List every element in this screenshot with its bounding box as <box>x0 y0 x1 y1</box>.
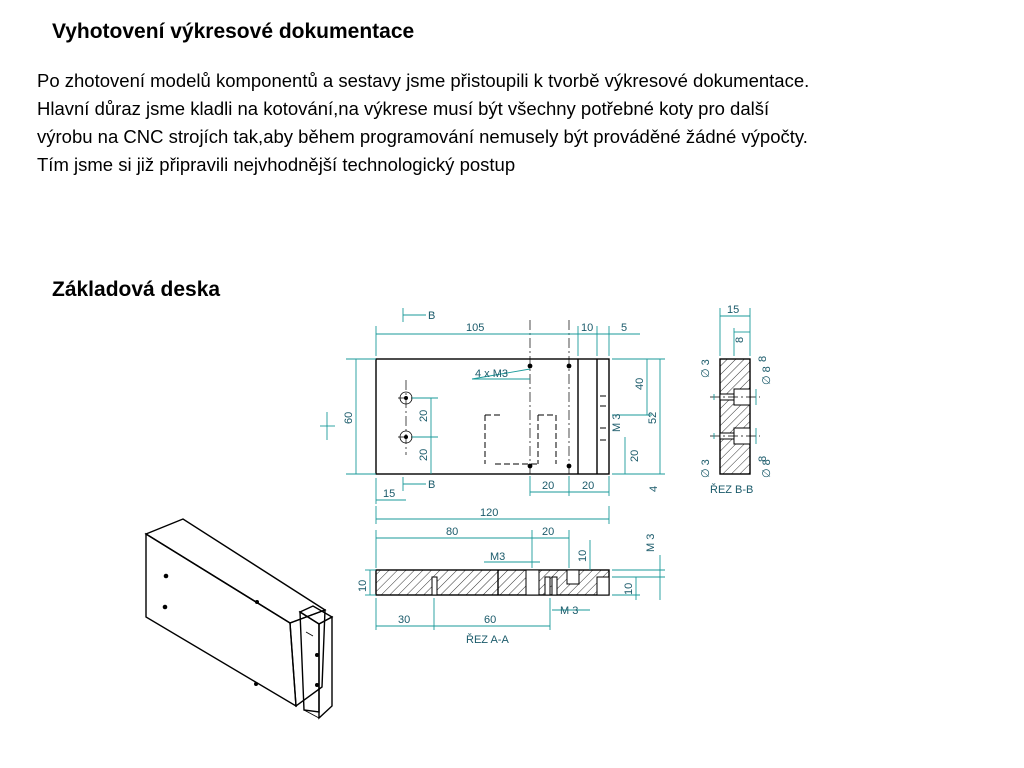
isometric-view <box>144 518 334 720</box>
dim-20: 20 <box>542 526 554 538</box>
paragraph-line: výrobu na CNC strojích tak,aby během pro… <box>37 126 808 147</box>
dim-60: 60 <box>343 412 355 424</box>
holes-callout: 4 x M3 <box>475 368 508 380</box>
thread-m3: M 3 <box>611 414 623 432</box>
slide-title: Vyhotovení výkresové dokumentace <box>52 20 415 43</box>
phi3b: ∅ 3 <box>700 459 712 478</box>
top-view <box>375 320 610 476</box>
dim-120: 120 <box>480 507 498 519</box>
dim-10a: 10 <box>577 550 589 562</box>
m3-bottom: M 3 <box>560 605 578 617</box>
dim-60: 60 <box>484 614 496 626</box>
section-b-b-dimensions: 15 8 ∅ 3 ∅ 8 ∅ 3 ∅ 8 8 8 ŘEZ B-B <box>700 304 773 496</box>
dim-20a: 20 <box>418 410 430 422</box>
dim-8a: 8 <box>734 337 746 343</box>
paragraph-line: Hlavní důraz jsme kladli na kotování,na … <box>37 98 770 119</box>
dim-5: 5 <box>621 322 627 334</box>
paragraph-line: Po zhotovení modelů komponentů a sestavy… <box>37 70 810 91</box>
dim-4: 4 <box>648 486 660 492</box>
section-a-a-dimensions: 80 20 M3 10 M 3 10 10 M 3 30 60 ŘEZ A-A <box>357 526 665 646</box>
m3-side: M 3 <box>645 534 657 552</box>
dim-8c: 8 <box>757 456 769 462</box>
phi8b: ∅ 8 <box>761 459 773 478</box>
top-view-dimensions: 105 10 5 B B 4 x M3 60 20 20 40 52 20 <box>320 308 665 524</box>
dim-10: 10 <box>581 322 593 334</box>
dim-20e: 20 <box>582 480 594 492</box>
section-label-a-a: ŘEZ A-A <box>466 633 509 646</box>
dim-80: 80 <box>446 526 458 538</box>
dim-20d: 20 <box>542 480 554 492</box>
dim-20b: 20 <box>418 449 430 461</box>
dim-15: 15 <box>383 488 395 500</box>
dim-40: 40 <box>634 378 646 390</box>
dim-30: 30 <box>398 614 410 626</box>
phi8a: ∅ 8 <box>761 366 773 385</box>
section-subtitle: Základová deska <box>52 278 221 301</box>
dim-52: 52 <box>647 412 659 424</box>
dim-20c: 20 <box>629 450 641 462</box>
section-mark-b-top: B <box>428 310 435 322</box>
description-paragraph: Po zhotovení modelů komponentů a sestavy… <box>37 67 1012 179</box>
dim-105: 105 <box>466 322 484 334</box>
callout-m3: M3 <box>490 551 505 563</box>
dim-10b: 10 <box>357 580 369 592</box>
section-b-b <box>710 358 760 475</box>
section-mark-b-bottom: B <box>428 479 435 491</box>
section-a-a <box>375 569 610 596</box>
section-label-b-b: ŘEZ B-B <box>710 483 753 496</box>
paragraph-line: Tím jsme si již připravili nejvhodnější … <box>37 154 516 175</box>
dim-10c: 10 <box>623 583 635 595</box>
phi3a: ∅ 3 <box>700 359 712 378</box>
dim-15-b: 15 <box>727 304 739 316</box>
dim-8b: 8 <box>757 356 769 362</box>
